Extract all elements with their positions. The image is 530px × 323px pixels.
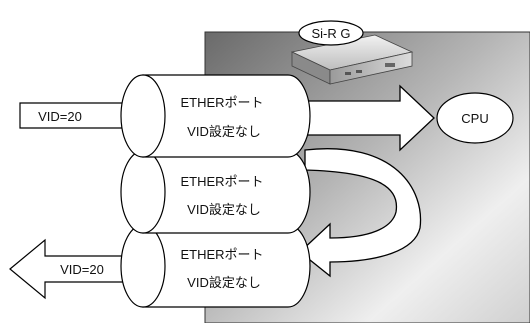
incoming-frame-label: VID=20 xyxy=(38,109,82,124)
port-cylinder-2: ETHERポート VID設定なし xyxy=(120,150,311,234)
port-cylinder-1: ETHERポート VID設定なし xyxy=(120,74,311,158)
incoming-frame-arrow: VID=20 xyxy=(19,102,141,129)
cpu-node: CPU xyxy=(436,92,514,144)
cpu-label: CPU xyxy=(461,111,488,126)
to-cpu-arrow xyxy=(289,84,435,152)
device-name: Si-R G xyxy=(312,26,351,41)
return-curve-arrow xyxy=(299,148,422,278)
port-cylinder-3: ETHERポート VID設定なし xyxy=(120,224,311,308)
port-1-vid: VID設定なし xyxy=(187,124,261,139)
port-3-name: ETHERポート xyxy=(180,247,263,262)
port-2-vid: VID設定なし xyxy=(187,202,261,217)
port-2-name: ETHERポート xyxy=(180,174,263,189)
port-3-vid: VID設定なし xyxy=(187,275,261,290)
device-name-badge: Si-R G xyxy=(298,20,364,46)
port-1-name: ETHERポート xyxy=(180,95,263,110)
router-device-icon xyxy=(290,34,414,85)
outgoing-frame-label: VID=20 xyxy=(60,262,104,277)
